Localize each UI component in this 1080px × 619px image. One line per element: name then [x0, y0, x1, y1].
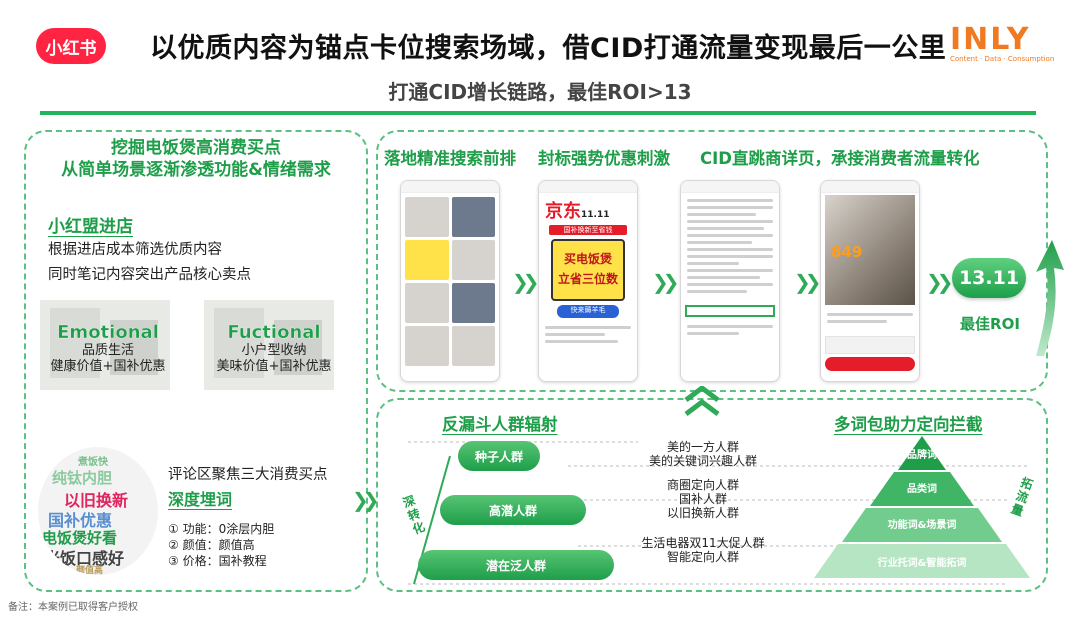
- emotional-en: Emotional: [57, 322, 159, 343]
- crowd-broad-desc: 生活电器双11大促人群 智能定向人群: [641, 536, 765, 564]
- chevron-right-icon: ❯❯: [926, 270, 953, 294]
- left-panel-heading: 挖掘电饭煲高消费买点 从简单场景逐渐渗透功能&情绪需求: [30, 137, 362, 181]
- promo-brand: 京东: [545, 201, 581, 222]
- comment-subtitle: 深度埋词: [168, 490, 233, 509]
- reverse-funnel-title: 反漏斗人群辐射: [442, 415, 558, 434]
- emotional-label: Emotional 品质生活 健康价值+国补优惠: [28, 322, 188, 375]
- phone-search-results: [400, 180, 500, 382]
- pyramid-level-4: 行业托词&智能拓词: [877, 558, 967, 569]
- left-heading-line1: 挖掘电饭煲高消费买点: [111, 138, 281, 158]
- keyword-pack-title: 多词包助力定向拦截: [834, 415, 983, 434]
- emotional-zh2: 健康价值+国补优惠: [50, 359, 166, 374]
- crowd-high-potential: 高潜人群: [440, 495, 586, 525]
- promo-box: 买电饭煲 立省三位数: [551, 239, 625, 301]
- footer-note: 备注：本案例已取得客户授权: [8, 602, 138, 613]
- cid-link-highlight: [685, 305, 775, 317]
- left-heading-line2: 从简单场景逐渐渗透功能&情绪需求: [61, 160, 331, 180]
- roi-value-badge: 13.11: [952, 258, 1026, 298]
- functional-zh2: 美味价值+国补优惠: [216, 359, 332, 374]
- cloud-word: 国补优惠: [48, 511, 113, 530]
- store-entry-line-2: 同时笔记内容突出产品核心卖点: [48, 267, 251, 283]
- phone-product-detail: 849: [820, 180, 920, 382]
- page-title: 以优质内容为锚点卡位搜索场域，借CID打通流量变现最后一公里: [150, 33, 947, 64]
- functional-zh1: 小户型收纳: [241, 343, 307, 358]
- left-panel: [24, 130, 368, 592]
- chevron-right-icon: ❯❯: [794, 270, 821, 294]
- inly-logo-word: INLY: [950, 22, 1031, 57]
- comment-item-3: ③ 价格：国补教程: [168, 554, 267, 568]
- inly-logo-tagline: Content · Data · Consumption: [950, 55, 1055, 63]
- functional-label: Fuctional 小户型收纳 美味价值+国补优惠: [194, 322, 354, 375]
- pyramid-level-2: 品类词: [907, 484, 937, 495]
- comment-title: 评论区聚焦三大消费买点: [168, 467, 328, 483]
- cloud-word: 颜值高: [76, 566, 104, 575]
- chevron-up-icon: [684, 386, 720, 416]
- step-head-search: 落地精准搜索前排: [384, 149, 516, 168]
- inly-logo: INLY Content · Data · Consumption: [950, 22, 1060, 68]
- phone-note-detail: [680, 180, 780, 382]
- comment-item-1: ① 功能：0涂层内胆: [168, 522, 275, 536]
- cloud-word: 煮饭快: [78, 457, 108, 468]
- chevron-right-icon: ❯❯: [352, 488, 379, 512]
- functional-thumbnail: [204, 300, 334, 390]
- title-divider: [40, 111, 1036, 115]
- crowd-seed: 种子人群: [458, 441, 540, 471]
- chevron-right-icon: ❯❯: [512, 270, 539, 294]
- product-price: 849: [831, 243, 863, 261]
- bottom-right-panel: [376, 398, 1048, 592]
- emotional-thumbnail: [40, 300, 170, 390]
- promo-band: 国补换新至省钱: [549, 225, 627, 235]
- keyword-cloud: 煮饭快 纯钛内胆 以旧换新 国补优惠 电饭煲好看 米饭口感好 颜值高: [38, 447, 158, 575]
- functional-en: Fuctional: [227, 322, 321, 343]
- step-head-promo: 封标强势优惠刺激: [538, 149, 670, 168]
- growth-arrow-icon: [1036, 240, 1064, 356]
- chevron-right-icon: ❯❯: [652, 270, 679, 294]
- comment-item-2: ② 颜值：颜值高: [168, 538, 255, 552]
- pyramid-level-1: 品牌词: [907, 450, 937, 461]
- crowd-broad: 潜在泛人群: [418, 550, 614, 580]
- step-head-cid: CID直跳商详页，承接消费者流量转化: [700, 149, 980, 168]
- keyword-pyramid: [814, 436, 1030, 578]
- store-entry-title: 小红盟进店: [48, 217, 133, 237]
- store-entry-line-1: 根据进店成本筛选优质内容: [48, 242, 222, 258]
- phone-promo-note: 京东11.11 国补换新至省钱 买电饭煲 立省三位数 快来薅羊毛: [538, 180, 638, 382]
- crowd-seed-desc: 美的一方人群 美的关键词兴趣人群: [648, 440, 757, 468]
- emotional-zh1: 品质生活: [81, 343, 134, 358]
- cloud-word: 纯钛内胆: [52, 469, 113, 487]
- crowd-high-potential-desc: 商圈定向人群 国补人群 以旧换新人群: [666, 478, 739, 520]
- cloud-word: 米饭口感好: [44, 549, 125, 568]
- cloud-word: 以旧换新: [64, 491, 129, 510]
- pyramid-level-3: 功能词&场景词: [887, 520, 957, 531]
- promo-date: 11.11: [581, 210, 610, 220]
- xiaohongshu-logo: 小红书: [36, 28, 106, 64]
- promo-pill: 快来薅羊毛: [557, 305, 619, 318]
- roi-label: 最佳ROI: [960, 315, 1020, 333]
- page-subtitle: 打通CID增长链路，最佳ROI>13: [388, 80, 692, 104]
- cloud-word: 电饭煲好看: [42, 529, 118, 547]
